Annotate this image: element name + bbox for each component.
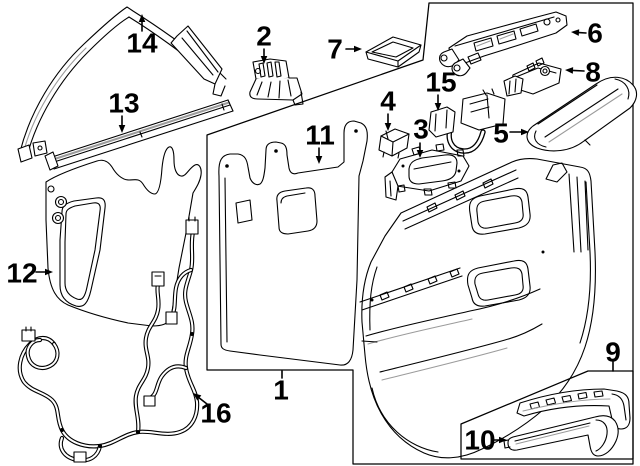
part-sill-molding-upper (516, 388, 631, 430)
callout-8[interactable]: 8 (565, 57, 601, 88)
callout-number: 5 (493, 118, 509, 149)
part-clip (378, 128, 410, 159)
arrowhead-icon (571, 29, 580, 36)
arrowhead-icon (45, 268, 53, 276)
callout-2[interactable]: 2 (256, 21, 272, 65)
callout-5[interactable]: 5 (493, 118, 529, 149)
part-door-trim-panel (359, 157, 596, 459)
arrowhead-icon (565, 67, 574, 74)
callout-1[interactable]: 1 (273, 370, 289, 406)
part-pad (365, 36, 422, 68)
callout-10[interactable]: 10 (464, 425, 507, 456)
callout-number: 10 (464, 425, 495, 456)
part-wire-connector (428, 88, 506, 154)
callout-3[interactable]: 3 (413, 114, 429, 159)
leader-line (198, 397, 208, 405)
arrowhead-icon (416, 150, 424, 158)
callout-16[interactable]: 16 (193, 393, 232, 429)
callout-number: 3 (413, 114, 429, 145)
part-window-frame-weatherstrip (17, 6, 227, 163)
callout-number: 6 (587, 18, 603, 49)
callout-number: 9 (605, 337, 621, 368)
callout-number: 13 (108, 88, 139, 119)
arrowhead-icon (499, 436, 507, 444)
arrowhead-icon (434, 103, 442, 111)
frame-lower-molding-box (460, 370, 634, 460)
callout-6[interactable]: 6 (571, 18, 603, 49)
part-water-deflector (45, 146, 202, 327)
callout-12[interactable]: 12 (6, 258, 53, 289)
part-window-switch (503, 57, 562, 97)
part-wiring-harness (17, 216, 200, 463)
callout-number: 11 (305, 120, 335, 151)
arrowhead-icon (138, 14, 146, 22)
callout-number: 7 (327, 34, 343, 65)
callout-11[interactable]: 11 (305, 120, 335, 165)
arrowhead-icon (384, 123, 392, 131)
callout-number: 8 (585, 57, 601, 88)
callout-number: 4 (380, 86, 396, 117)
part-inner-panel (218, 120, 368, 366)
leader-line (572, 69, 585, 72)
callout-number: 12 (6, 258, 37, 289)
callout-4[interactable]: 4 (380, 86, 396, 132)
callout-9[interactable]: 9 (605, 337, 621, 372)
callout-14[interactable]: 14 (126, 14, 158, 59)
part-handle-bezel (384, 143, 470, 201)
part-armrest-pad (526, 76, 638, 152)
callout-number: 1 (273, 375, 289, 406)
part-switch-plate (439, 11, 568, 77)
arrowhead-icon (118, 125, 126, 133)
arrowhead-icon (315, 156, 323, 164)
callout-number: 14 (126, 28, 158, 59)
arrowhead-icon (521, 128, 529, 136)
part-belt-molding (44, 99, 234, 171)
callout-15[interactable]: 15 (425, 67, 457, 112)
callout-number: 2 (256, 21, 272, 52)
callout-7[interactable]: 7 (327, 34, 362, 65)
part-sill-molding-lower (503, 415, 619, 457)
arrowhead-icon (354, 45, 362, 53)
part-bracket (249, 58, 304, 106)
arrowhead-icon (193, 393, 202, 401)
arrowhead-icon (260, 56, 268, 64)
callout-number: 15 (425, 67, 456, 98)
frame-lines (206, 2, 634, 465)
callout-13[interactable]: 13 (108, 88, 140, 134)
callout-number: 16 (200, 398, 231, 429)
